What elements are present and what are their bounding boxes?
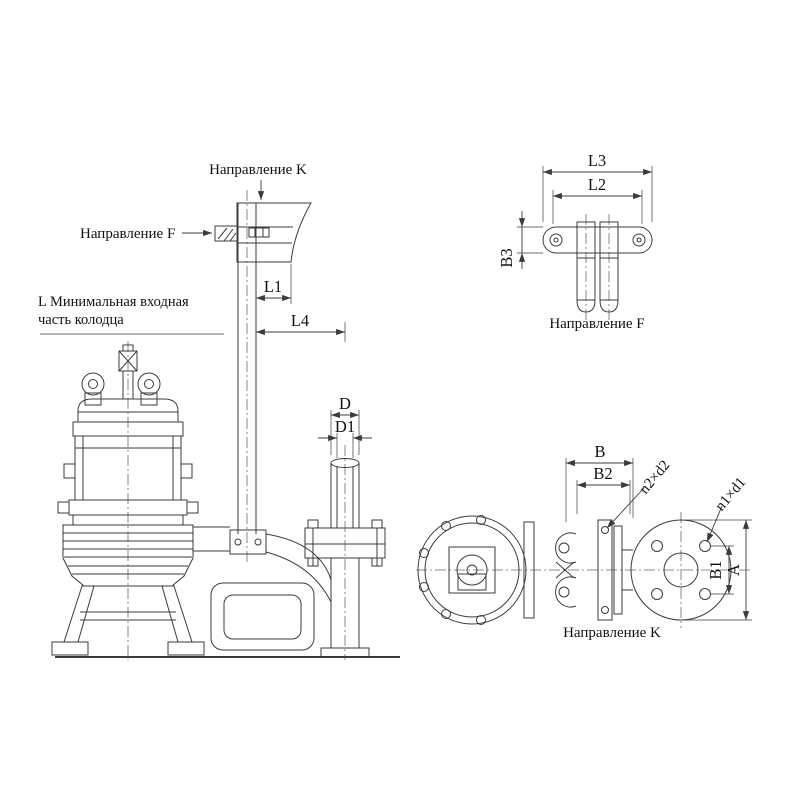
pedestal-window [223,594,302,640]
riser-flange-lower [304,543,386,559]
bolt-hole [699,540,711,552]
min-inlet-label: L Минимальная входная часть колодца [38,294,224,335]
discharge-flange [630,519,732,621]
motor-cap [77,398,179,423]
dim-a: A [685,519,752,621]
pump-body-circle [417,515,527,625]
flange-plate [597,519,613,621]
flange-bore [663,552,699,588]
bracket-legs [576,257,619,313]
direction-k-label: Направление K [209,162,307,178]
dim-l4-label: L4 [291,311,309,330]
dim-n2d2-label: n2×d2 [636,458,673,498]
dim-n1d1-label: n1×d1 [712,475,749,515]
side-bolt-left [63,463,76,479]
cable-gland [118,350,138,372]
dim-l2: L2 [552,175,643,224]
guide-claw-fitting [214,202,312,263]
view-k: B B2 n2×d2 n1×d1 B1 A Направление [416,442,752,641]
direction-k-callout: Направление K [209,162,307,200]
dim-d1-label: D1 [335,417,355,436]
side-bolt-right [180,463,193,479]
guide-pipe [237,203,257,534]
dim-d1: D1 [318,417,372,458]
dim-l1-label: L1 [264,277,282,296]
dim-b3-label: B3 [497,248,516,267]
dim-l1: L1 [255,264,292,336]
min-inlet-line2: часть колодца [38,312,124,328]
bracket-hole-left [549,233,563,247]
dim-b2: B2 [576,464,631,514]
dim-l2-label: L2 [588,175,606,194]
claw-lower [555,576,577,608]
claw-upper [555,532,577,564]
bolt-hole [699,588,711,600]
dim-b-label: B [594,442,605,461]
dim-l3: L3 [542,151,653,222]
lifting-eye-right [137,372,161,396]
lifting-eye-left [81,372,105,396]
dim-b: B [565,442,634,522]
foot-left [51,641,89,656]
dim-b3: B3 [497,211,543,269]
pedestal [210,582,315,651]
bracket-hole-right [632,233,646,247]
riser-pipe [304,458,386,567]
discharge-elbow-pedestal [193,526,370,658]
main-view: Направление K Направление F [38,162,400,660]
bracket-body [542,221,653,259]
dim-b1: B1 [706,545,734,595]
dim-d: D [330,394,360,455]
claw-side-bracket [214,225,238,242]
elbow-inner-curve [265,551,332,603]
elbow-outer-curve [265,533,332,581]
bolt-hole [651,588,663,600]
direction-f-label: Направление F [80,226,175,242]
claw-bolt [248,227,270,238]
min-inlet-line1: L Минимальная входная [38,294,189,310]
dim-l3-label: L3 [588,151,606,170]
bolt-hole [651,540,663,552]
claw-plate-left [523,521,535,619]
guide-claw-bracket [229,529,267,555]
stand-leg-left [63,585,95,643]
view-k-caption: Направление K [563,625,661,641]
claw-assembly [523,519,633,621]
dim-n2d2: n2×d2 [606,458,673,529]
claw-body [236,202,312,263]
stand-leg-right [161,585,193,643]
view-f: L3 L2 B3 [497,151,653,332]
dim-d-label: D [339,394,351,413]
dim-l4: L4 [255,311,346,342]
view-f-caption: Направление F [549,316,644,332]
bracket-bar [542,226,653,254]
pump-square-cover [448,546,496,594]
dim-b1-label: B1 [706,560,725,579]
pump-outer-circle [417,515,527,625]
pump-assembly [51,344,205,656]
foot-right [167,641,205,656]
dim-b2-label: B2 [593,464,612,483]
dim-a-label: A [724,564,743,576]
direction-f-callout: Направление F [80,226,212,242]
